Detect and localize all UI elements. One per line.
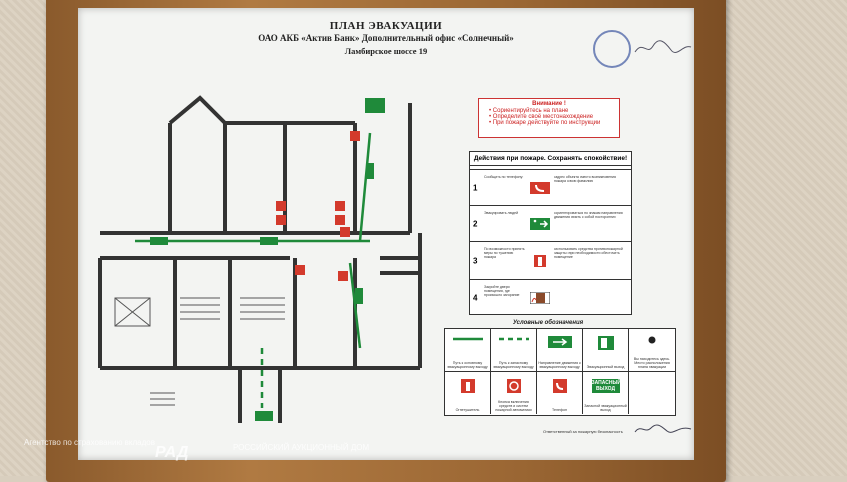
legend-label: Огнетушитель [455, 408, 480, 412]
legend-label: Запасной эвакуационный выход [584, 404, 627, 412]
legend-cell: ЗАПАСНЫЙ ВЫХОД Запасной эвакуационный вы… [583, 372, 629, 414]
legend-cell: Путь к основному эвакуационному выходу [445, 329, 491, 372]
auction-house-watermark: РОССИЙСКИЙ АУКЦИОННЫЙ ДОМ [233, 443, 370, 452]
action-description: •использовать средства противопожарной з… [554, 247, 623, 259]
extinguisher-icon [460, 379, 475, 393]
legend-label: Путь к запасному эвакуационному выходу [493, 361, 534, 369]
legend-cell: Вы находитесь здесь. Место расположения … [629, 329, 675, 372]
stamp-seal [593, 30, 631, 68]
exit-arrow-icon [530, 218, 550, 230]
action-text: Закройте двери помещения, где произошло … [484, 285, 520, 297]
action-text: Эвакуировать людей [484, 211, 519, 215]
attention-title: Внимание ! [532, 101, 566, 107]
floor-plan [98, 95, 422, 423]
you-are-here-icon [648, 336, 656, 344]
legend-cell: Путь к запасному эвакуационному выходу [491, 329, 537, 372]
legend-label: Вы находитесь здесь. Место расположения … [633, 357, 671, 369]
attention-item: Определите своё местонахождение [489, 114, 619, 120]
legend-cell: Телефон [537, 372, 583, 414]
action-number: 3 [473, 256, 478, 266]
fire-actions-heading: Действия при пожаре. Сохранять спокойств… [470, 152, 631, 166]
attention-box: Внимание ! Сориентируйтесь на плане Опре… [478, 98, 620, 138]
plan-title: ПЛАН ЭВАКУАЦИИ [329, 20, 443, 32]
legend-cell: Кнопка включения средств и систем пожарн… [491, 372, 537, 414]
plan-subtitle: ОАО АКБ «Актив Банк» Дополнительный офис… [258, 33, 514, 43]
legend-title: Условные обозначения [512, 320, 584, 326]
fire-actions-table: Действия при пожаре. Сохранять спокойств… [469, 151, 632, 315]
responsible-person-label: Ответственный за пожарную безопасность [543, 429, 623, 434]
attention-item: При пожаре действуйте по инструкции [489, 120, 619, 126]
attention-item: Сориентируйтесь на плане [489, 108, 619, 114]
legend-table: Путь к основному эвакуационному выходу П… [444, 328, 676, 416]
evacuation-plan-sheet: ПЛАН ЭВАКУАЦИИ ОАО АКБ «Актив Банк» Допо… [78, 8, 694, 460]
exit-sign-icon [597, 336, 614, 350]
plan-address: Ламбирское шоссе 19 [344, 46, 428, 56]
reserve-exit-sign: ЗАПАСНЫЙ ВЫХОД [591, 379, 621, 393]
fire-action-row: 3 По возможности принять меры по тушению… [470, 241, 631, 280]
legend-cell: Направление движения к эвакуационному вы… [537, 329, 583, 372]
action-number: 2 [473, 219, 478, 229]
legend-label: Эвакуационный выход [586, 365, 625, 369]
agency-watermark: Агентство по страхованию вкладов [24, 438, 155, 447]
extinguisher-icon [534, 255, 546, 267]
legend-cell: Эвакуационный выход [583, 329, 629, 372]
action-description: •адрес объекта •место возникновения пожа… [554, 175, 616, 183]
action-text: По возможности принять меры по тушению п… [484, 247, 525, 259]
phone-icon [530, 182, 550, 194]
phone-icon [552, 379, 567, 393]
action-text: Сообщить по телефону: [484, 175, 524, 179]
legend-cell: Огнетушитель [445, 372, 491, 414]
fire-alarm-button-icon [506, 379, 521, 393]
fire-action-row: 4 Закройте двери помещения, где произошл… [470, 279, 631, 315]
action-description: •ориентироваться по знакам направления д… [554, 211, 623, 219]
legend-label: Направление движения к эвакуационному вы… [538, 361, 581, 369]
rad-logo-watermark: РАД [155, 444, 189, 461]
responsible-signature [634, 424, 692, 433]
fire-action-row: 2 Эвакуировать людей •ориентироваться по… [470, 205, 631, 242]
main-route-line-icon [452, 337, 483, 341]
fire-action-row: 1 Сообщить по телефону: •адрес объекта •… [470, 169, 631, 206]
action-number: 4 [473, 293, 478, 302]
legend-cell [629, 372, 675, 414]
signature [634, 40, 692, 53]
door-icon [530, 291, 550, 304]
direction-arrow-icon [547, 336, 572, 348]
reserve-route-line-icon [498, 337, 529, 341]
legend-label: Телефон [552, 408, 567, 412]
legend-label: Кнопка включения средств и систем пожарн… [495, 400, 532, 412]
action-number: 1 [473, 183, 478, 193]
legend-label: Путь к основному эвакуационному выходу [447, 361, 488, 369]
